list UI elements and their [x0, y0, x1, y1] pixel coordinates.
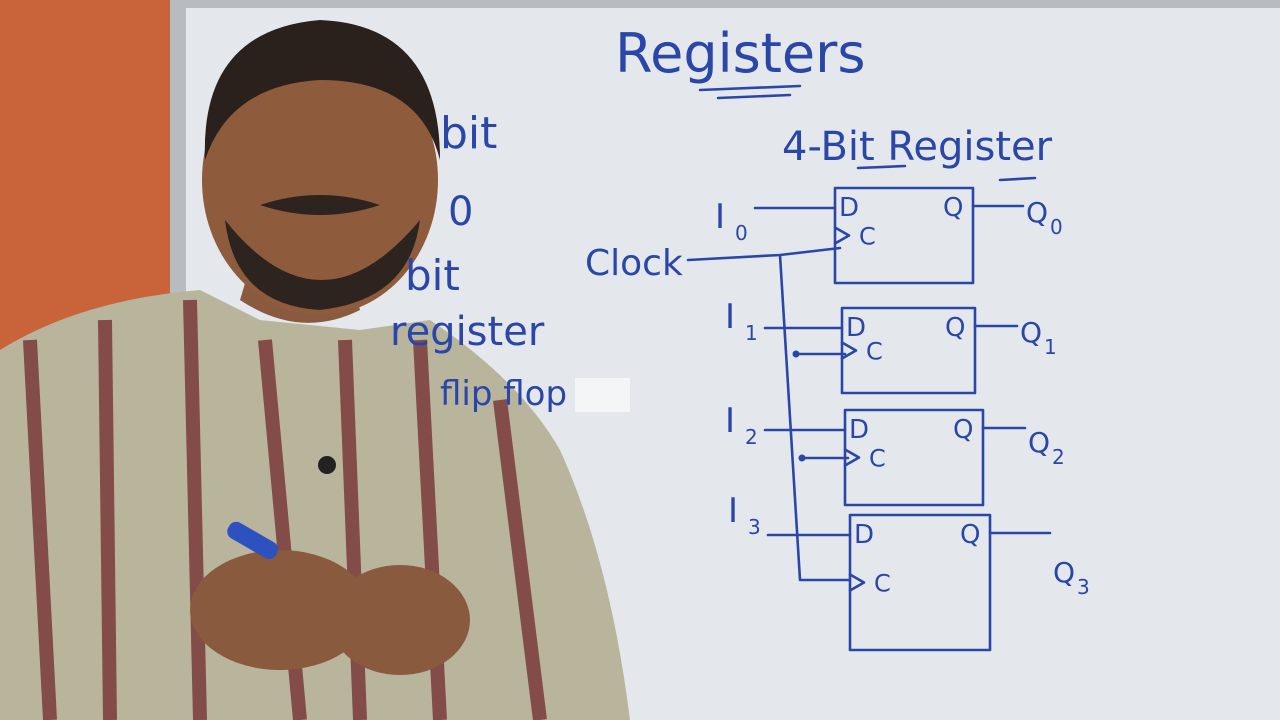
- output-label: Q: [1053, 556, 1075, 589]
- board-subtitle: 4-Bit Register: [782, 124, 1053, 170]
- output-subscript: 2: [1052, 445, 1065, 469]
- output-subscript: 0: [1050, 215, 1063, 239]
- io-wire: [763, 324, 1019, 330]
- clock-label: Clock: [585, 243, 683, 284]
- output-subscript: 3: [1077, 575, 1090, 599]
- d-label: D: [854, 520, 874, 550]
- flipflop-box: [833, 186, 975, 285]
- flipflop-box: [840, 306, 977, 395]
- input-label: I: [728, 491, 738, 531]
- c-label: C: [866, 338, 883, 366]
- clock-triangle-icon: [840, 341, 858, 360]
- clock-triangle-icon: [833, 226, 851, 245]
- presenter: [0, 20, 630, 720]
- board-title: Registers: [615, 22, 865, 85]
- output-label: Q: [1028, 426, 1050, 459]
- partial-left-notes: bit 0 bit register flip flop: [390, 108, 567, 414]
- input-subscript: 0: [735, 221, 748, 245]
- lapel-mic: [318, 456, 336, 474]
- input-subscript: 3: [748, 515, 761, 539]
- io-wire: [753, 204, 1025, 210]
- note-zero: 0: [448, 189, 473, 235]
- glare: [575, 378, 630, 412]
- marker-pen: [227, 521, 279, 559]
- output-subscript: 1: [1044, 335, 1057, 359]
- subtitle-underline: [856, 164, 1037, 182]
- junction-dot: [798, 454, 806, 462]
- c-label: C: [859, 223, 876, 251]
- flipflop-box: [848, 513, 992, 652]
- q-label: Q: [945, 313, 965, 343]
- note-bit-2: bit: [405, 251, 460, 300]
- io-wire: [763, 426, 1027, 432]
- d-label: D: [839, 193, 859, 223]
- input-subscript: 2: [745, 425, 758, 449]
- input-label: I: [715, 197, 725, 237]
- note-bit: bit: [440, 108, 497, 159]
- d-label: D: [846, 313, 866, 343]
- input-label: I: [725, 401, 735, 441]
- q-label: Q: [960, 520, 980, 550]
- clock-wire: [686, 246, 852, 582]
- note-register: register: [390, 309, 545, 355]
- input-label: I: [725, 297, 735, 337]
- title-underline: [698, 84, 802, 100]
- input-subscript: 1: [745, 321, 758, 345]
- d-label: D: [849, 415, 869, 445]
- q-label: Q: [953, 415, 973, 445]
- note-flip-flop: flip flop: [440, 374, 567, 414]
- q-label: Q: [943, 193, 963, 223]
- clock-triangle-icon: [848, 573, 866, 592]
- clock-triangle-icon: [843, 448, 861, 467]
- output-label: Q: [1026, 196, 1048, 229]
- junction-dot: [792, 350, 800, 358]
- c-label: C: [869, 445, 886, 473]
- output-label: Q: [1020, 316, 1042, 349]
- flipflop-box: [843, 408, 985, 507]
- c-label: C: [874, 570, 891, 598]
- io-wire: [766, 531, 1052, 537]
